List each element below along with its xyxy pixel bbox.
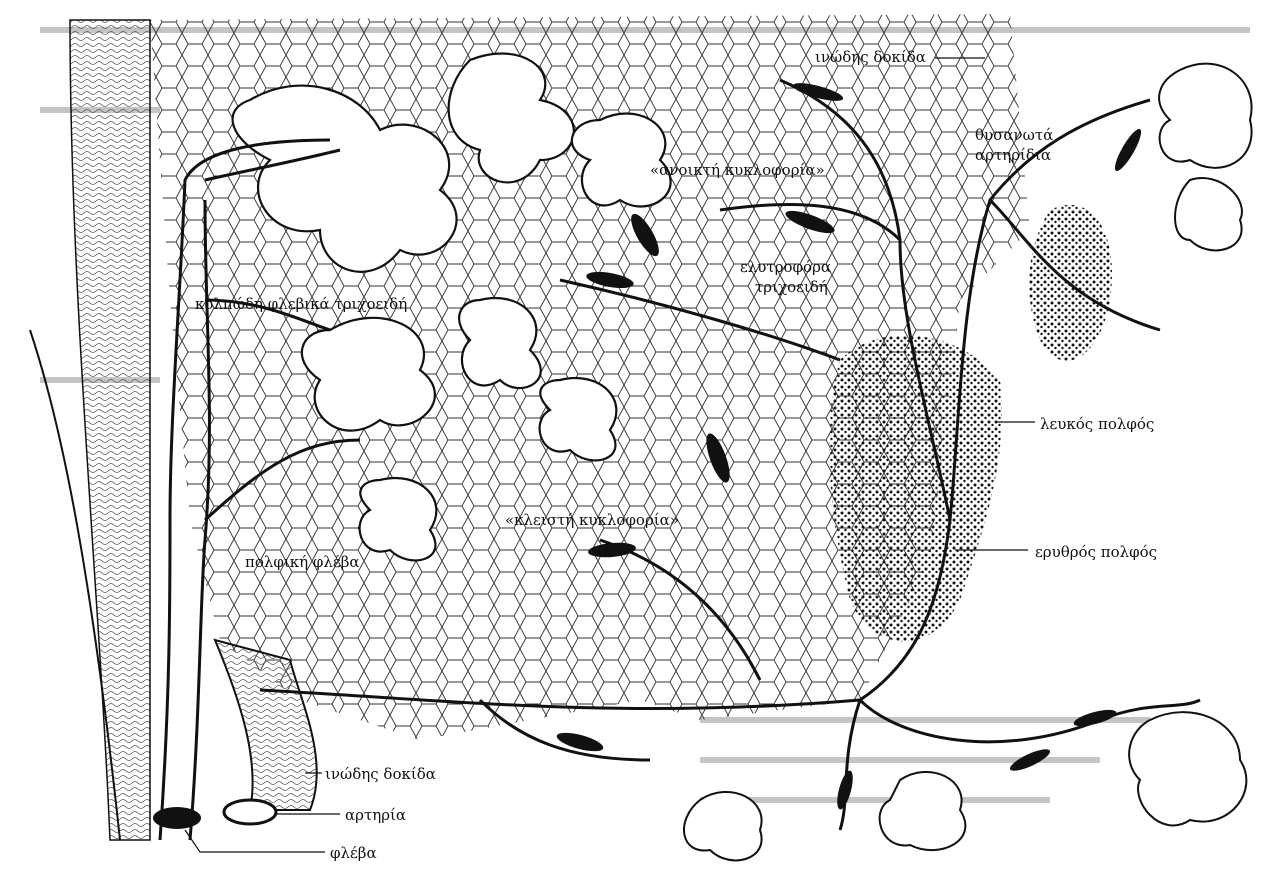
label-sheathed-capillaries-1: ελυτροφόρα xyxy=(740,258,831,276)
label-penicillar-arterioles-1: θυσανωτά xyxy=(975,126,1053,144)
label-white-pulp: λευκός πολφός xyxy=(1040,415,1154,433)
label-vein: φλέβα xyxy=(330,844,377,862)
label-fibrous-trabecula-top: ινώδης δοκίδα xyxy=(815,48,926,66)
label-artery: αρτηρία xyxy=(345,806,406,824)
vein-lumen xyxy=(153,807,201,829)
artery-lumen xyxy=(224,800,276,824)
label-fibrous-trabecula-bottom: ινώδης δοκίδα xyxy=(325,765,436,783)
vessel-trunks xyxy=(153,640,317,829)
label-open-circulation: «ανοικτή κυκλοφορία» xyxy=(650,161,825,179)
label-pulp-vein: πολφική φλέβα xyxy=(245,553,360,571)
label-sheathed-capillaries-2: τριχοειδή xyxy=(755,278,828,296)
label-sinusoidal-venous-capillaries: κολπώδη φλεβικά τριχοειδή xyxy=(195,295,407,313)
label-closed-circulation: «κλειστή κυκλοφορία» xyxy=(505,511,679,529)
label-red-pulp: ερυθρός πολφός xyxy=(1035,543,1157,561)
label-penicillar-arterioles-2: αρτηρίδια xyxy=(975,146,1051,164)
left-capsule xyxy=(30,20,150,840)
